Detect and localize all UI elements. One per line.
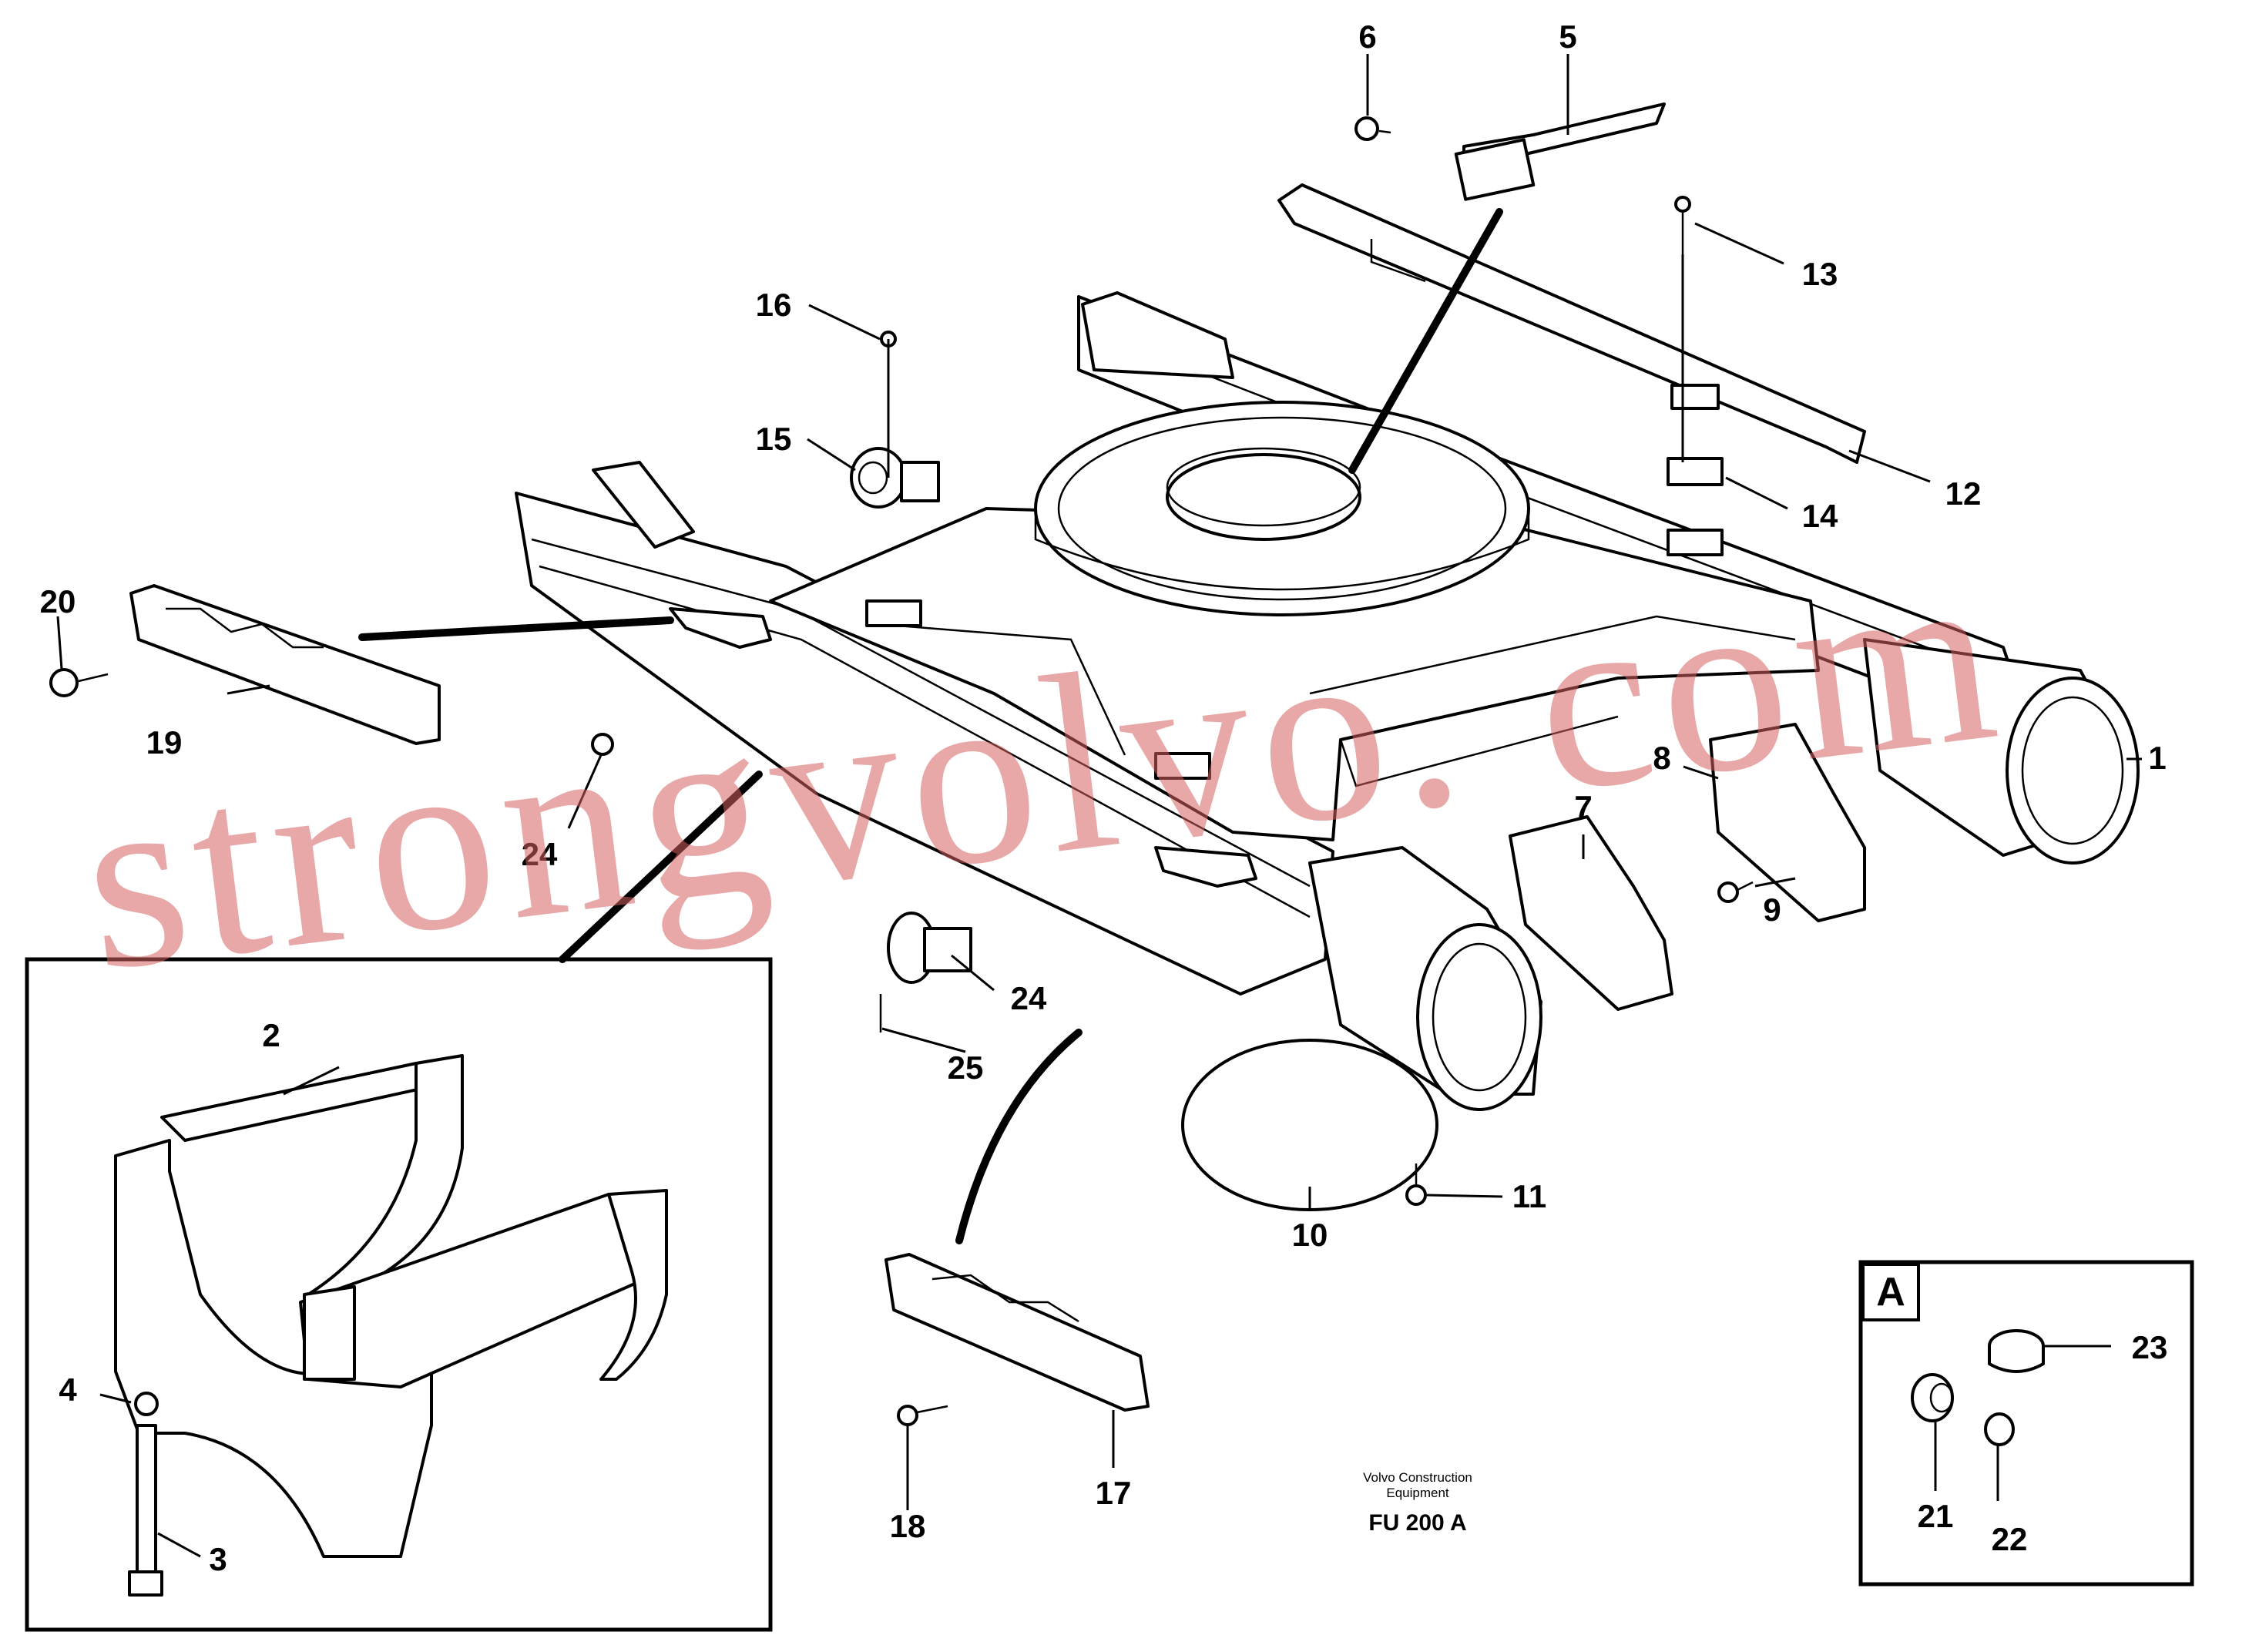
callout-8: 8 [1653, 740, 1670, 776]
cover-plate-8 [1709, 723, 1866, 922]
callout-24-lower: 24 [1011, 980, 1047, 1016]
callout-10: 10 [1292, 1217, 1328, 1253]
callout-20: 20 [40, 583, 76, 620]
track-guard-rail-12 [1277, 183, 1866, 464]
callout-22: 22 [1992, 1521, 2028, 1557]
caption-line-1: Volvo Construction [1363, 1470, 1472, 1485]
bolt-9 [1717, 881, 1754, 903]
callout-19: 19 [146, 724, 183, 761]
callout-12: 12 [1945, 475, 1982, 512]
callout-23: 23 [2132, 1329, 2168, 1365]
bolt-11 [1405, 1163, 1427, 1206]
diagram-caption: Volvo Construction Equipment FU 200 A [1302, 1470, 1533, 1536]
callout-7: 7 [1574, 789, 1592, 825]
callout-17: 17 [1096, 1475, 1132, 1511]
bolt-6 [1354, 116, 1391, 141]
connector-inset [559, 771, 763, 963]
caption-line-2: Equipment [1386, 1486, 1449, 1500]
detail-a-inset [1858, 1260, 2194, 1587]
undercarriage-frame [515, 291, 2140, 1211]
callout-15: 15 [756, 421, 792, 457]
callout-24-upper: 24 [522, 836, 558, 872]
bracket-5 [1454, 102, 1666, 201]
callout-13: 13 [1802, 256, 1838, 292]
callout-16: 16 [756, 287, 792, 323]
callout-11: 11 [1512, 1178, 1546, 1214]
callout-4: 4 [59, 1372, 77, 1408]
callout-18: 18 [890, 1508, 926, 1544]
callout-25: 25 [948, 1049, 984, 1086]
leader-lines [56, 54, 2142, 1558]
track-guide-17 [884, 1253, 1150, 1412]
pad-14 [1667, 457, 1724, 486]
callout-21: 21 [1918, 1498, 1954, 1534]
callout-5: 5 [1559, 18, 1576, 55]
bolt-18 [897, 1405, 948, 1426]
bolt-20 [49, 668, 109, 697]
track-guide-19 [129, 584, 441, 745]
bolt-13 [1674, 196, 1691, 254]
callout-1: 1 [2148, 740, 2166, 776]
support-stand-inset [25, 957, 773, 1632]
callout-6: 6 [1358, 18, 1376, 55]
callout-3: 3 [209, 1541, 227, 1577]
callout-2: 2 [262, 1017, 280, 1053]
connector-17 [955, 1029, 1083, 1244]
cover-plate-7 [1509, 815, 1673, 1011]
caption-code: FU 200 A [1368, 1510, 1467, 1536]
detail-a-label: A [1876, 1270, 1905, 1315]
connector-5 [1348, 208, 1503, 474]
bottom-roller-24 [887, 912, 972, 984]
connector-19 [358, 616, 674, 641]
plug-24-upper [591, 733, 614, 756]
callout-14: 14 [1802, 498, 1838, 534]
top-roller-15 [850, 447, 940, 509]
callout-labels: 1 2 3 4 5 6 7 8 9 10 11 12 13 14 15 16 1… [40, 18, 2168, 1577]
callout-9: 9 [1763, 891, 1781, 928]
